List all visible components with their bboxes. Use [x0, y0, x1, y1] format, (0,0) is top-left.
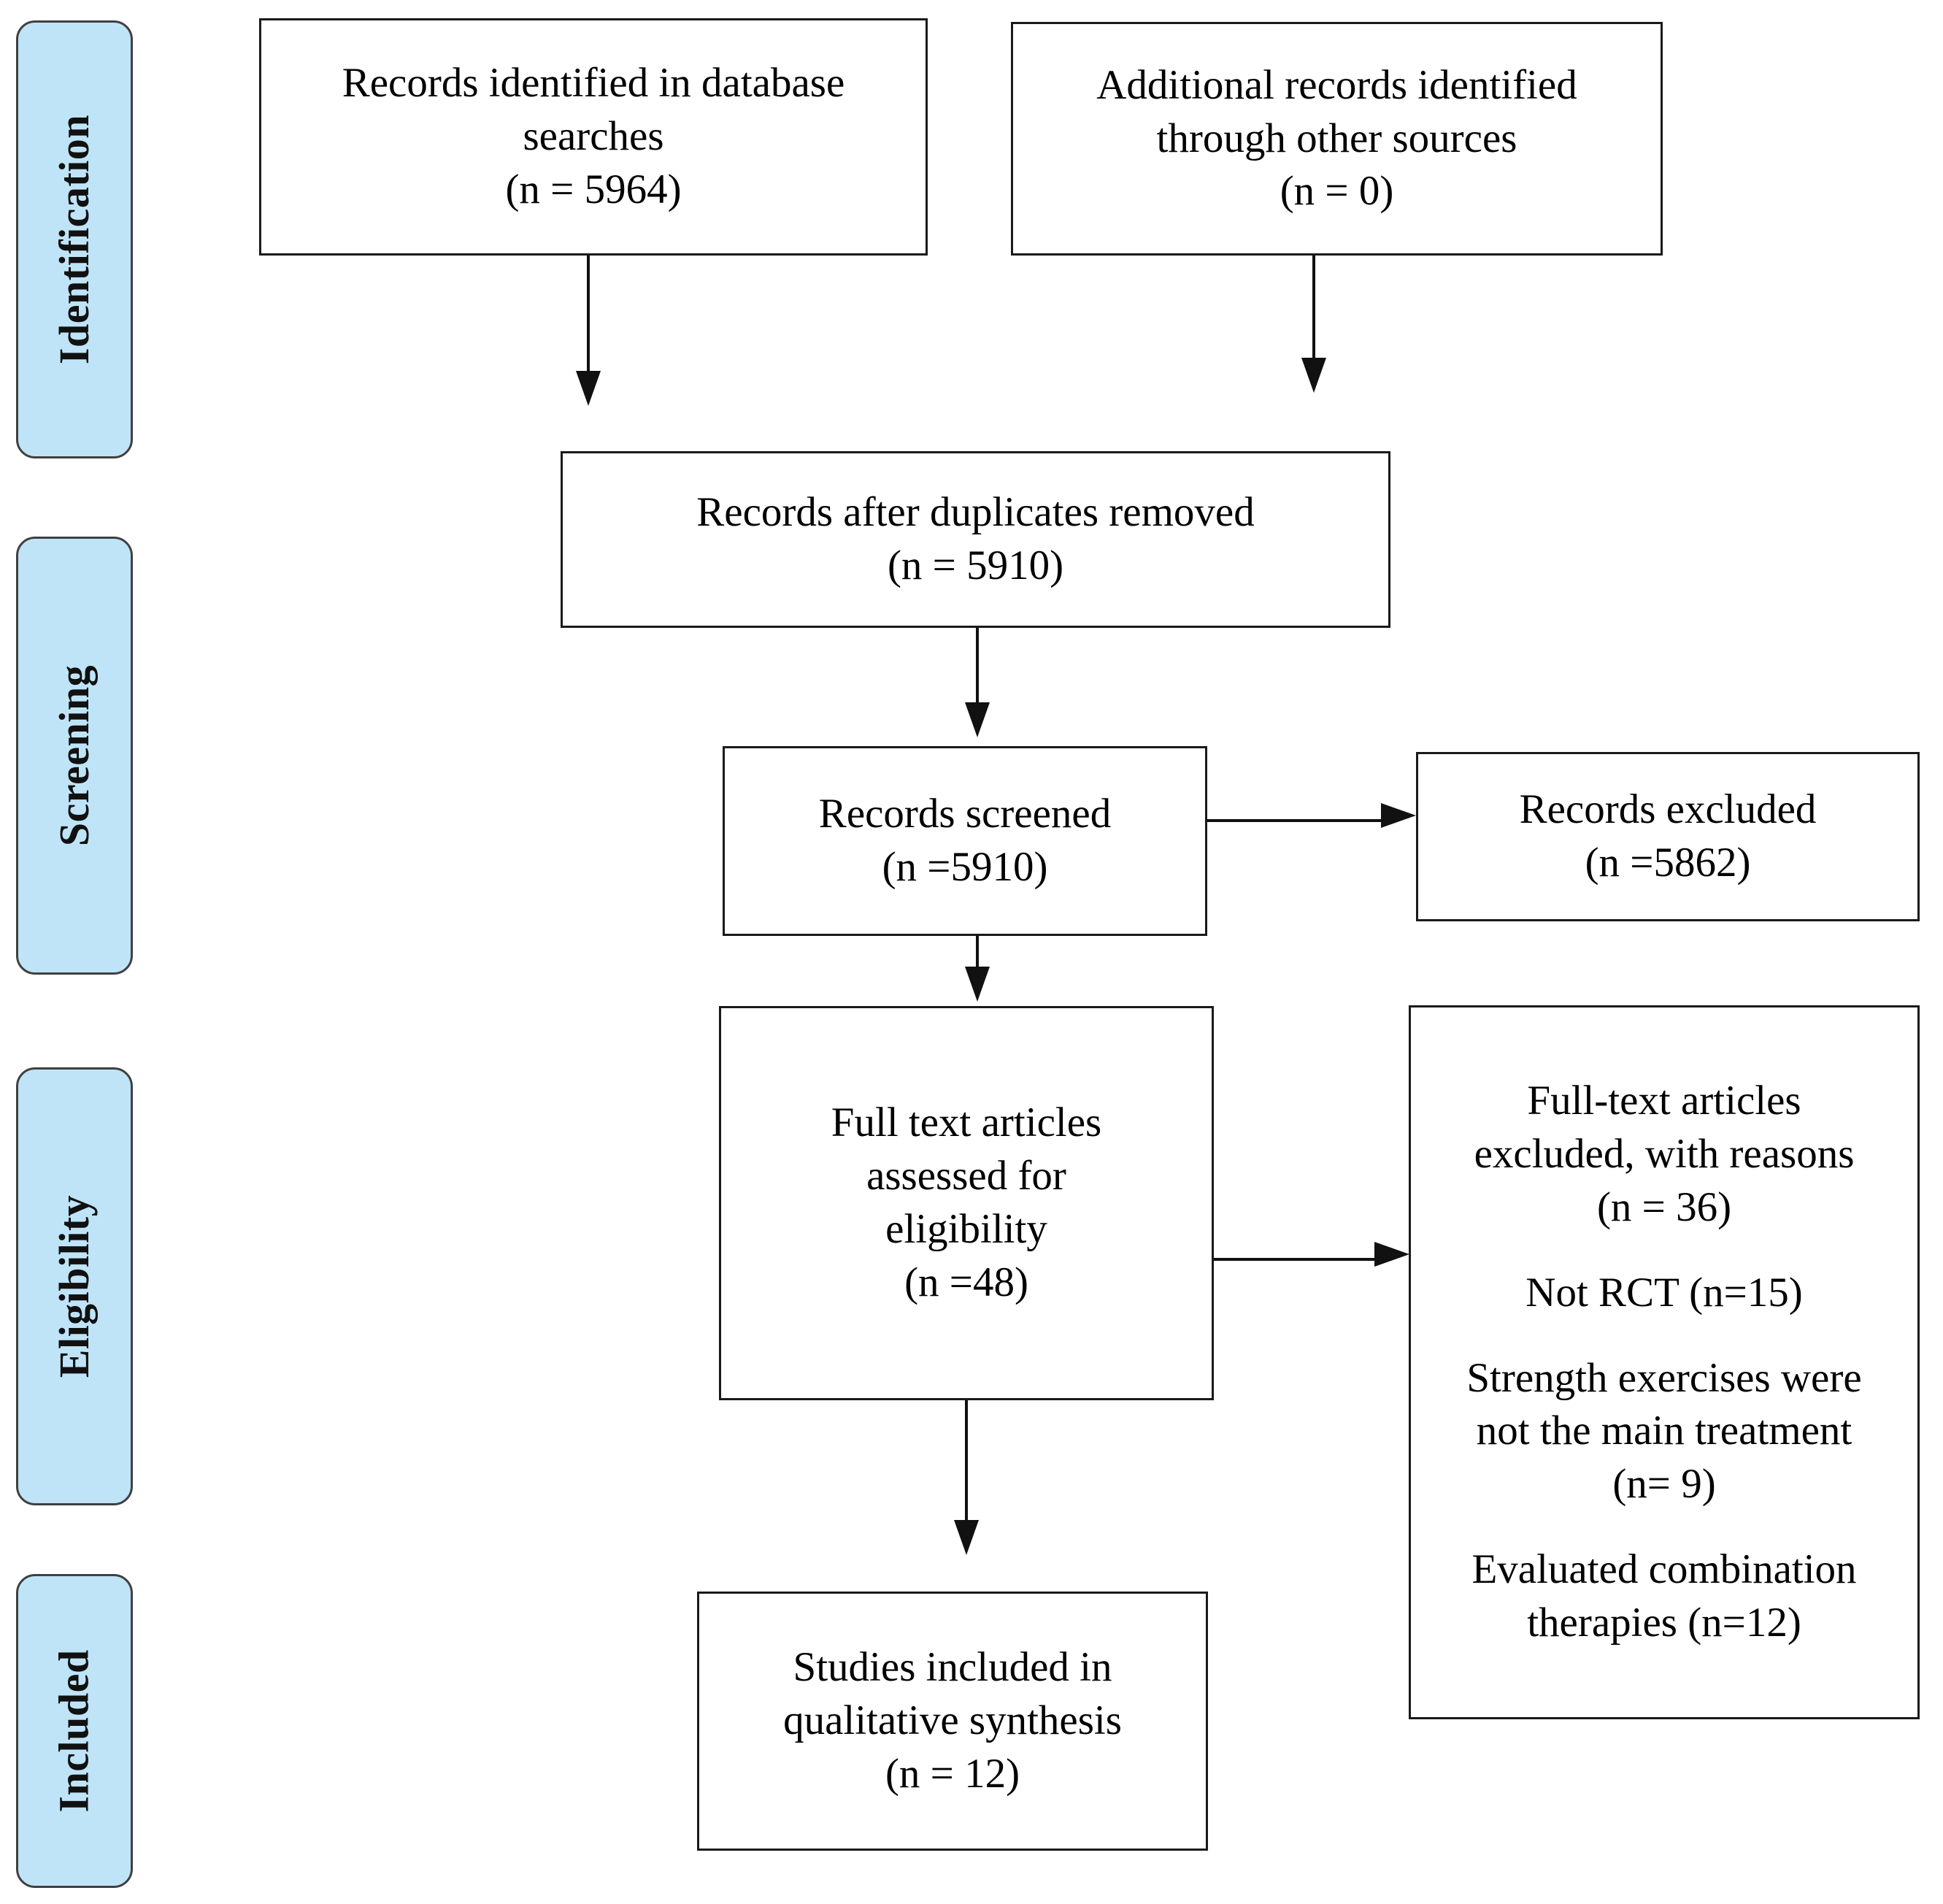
box-line: searches [523, 113, 664, 160]
box-additional-records-other-sources: Additional records identified through ot… [1011, 22, 1663, 256]
box-records-screened: Records screened (n =5910) [723, 746, 1207, 936]
box-line-reason: Strength exercises were [1466, 1354, 1862, 1401]
box-line: Full-text articles [1527, 1077, 1801, 1124]
connector-db-to-dedup [587, 256, 590, 384]
box-line: excluded, with reasons [1474, 1130, 1855, 1177]
arrowhead-dedup-to-screened [965, 702, 990, 737]
connector-dedup-to-screened [976, 628, 979, 715]
box-line: Records identified in database [342, 60, 845, 107]
box-line: Records after duplicates removed [696, 489, 1255, 536]
connector-screened-to-fulltext [976, 936, 979, 971]
arrowhead-screened-to-fulltext [965, 967, 990, 1002]
connector-other-to-dedup [1312, 256, 1315, 371]
box-line: (n = 36) [1596, 1183, 1732, 1230]
stage-label-screening: Screening [50, 664, 98, 847]
stage-label-identification: Identification [50, 114, 98, 365]
box-line: assessed for [866, 1153, 1066, 1199]
stage-label-included: Included [50, 1649, 99, 1813]
connector-fulltext-to-excluded-reasons [1214, 1258, 1376, 1261]
box-line: Full text articles [831, 1099, 1102, 1146]
box-studies-included: Studies included in qualitative synthesi… [697, 1592, 1208, 1851]
box-line-reason: (n= 9) [1612, 1461, 1716, 1508]
arrowhead-fulltext-to-excluded-reasons [1374, 1242, 1409, 1267]
stage-pill-included: Included [16, 1574, 133, 1888]
box-line-reason: Evaluated combination [1471, 1546, 1857, 1593]
box-fulltext-excluded-with-reasons: Full-text articles excluded, with reason… [1409, 1005, 1920, 1719]
box-line: through other sources [1156, 115, 1517, 161]
box-line: Studies included in [793, 1644, 1112, 1691]
box-line: (n = 0) [1280, 168, 1394, 215]
box-line-reason: not the main treatment [1476, 1408, 1852, 1454]
box-records-identified-database: Records identified in database searches … [259, 18, 928, 256]
box-line-reason: Not RCT (n=15) [1525, 1269, 1803, 1316]
box-line: (n = 12) [885, 1750, 1020, 1797]
box-line: (n = 5964) [505, 166, 682, 212]
box-line: Records excluded [1519, 786, 1817, 833]
box-line: (n =48) [904, 1259, 1028, 1305]
arrowhead-screened-to-excluded [1381, 803, 1416, 828]
connector-fulltext-to-included [965, 1400, 968, 1532]
box-line: eligibility [885, 1206, 1047, 1252]
box-fulltext-assessed: Full text articles assessed for eligibil… [719, 1006, 1214, 1400]
stage-pill-screening: Screening [16, 537, 133, 975]
box-records-after-duplicates: Records after duplicates removed (n = 59… [561, 451, 1390, 628]
arrowhead-fulltext-to-included [954, 1520, 979, 1555]
stage-pill-eligibility: Eligibility [16, 1067, 133, 1505]
stage-pill-identification: Identification [16, 20, 133, 458]
box-records-excluded: Records excluded (n =5862) [1416, 752, 1920, 921]
box-line: qualitative synthesis [783, 1697, 1122, 1744]
box-line: (n =5862) [1585, 840, 1751, 886]
box-line: Records screened [818, 791, 1112, 837]
box-line: Additional records identified [1096, 61, 1577, 108]
arrowhead-other-to-dedup [1301, 358, 1326, 393]
arrowhead-db-to-dedup [576, 371, 601, 406]
stage-label-eligibility: Eligibility [50, 1194, 99, 1378]
box-line: (n =5910) [882, 844, 1048, 890]
box-line: (n = 5910) [887, 542, 1064, 588]
box-line-reason: therapies (n=12) [1527, 1600, 1801, 1646]
connector-screened-to-excluded [1207, 819, 1382, 822]
